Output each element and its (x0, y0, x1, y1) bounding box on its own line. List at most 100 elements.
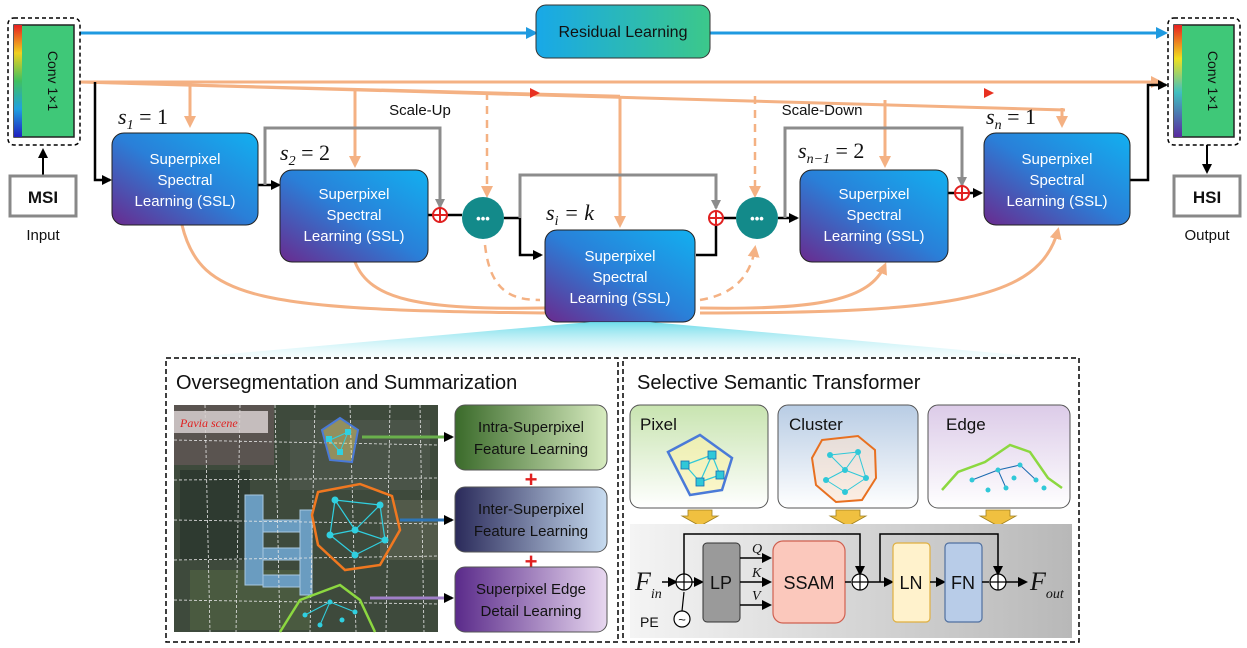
down-arrow-edge (978, 509, 1018, 527)
output-label: Output (1184, 227, 1230, 244)
conv-out-spectrum (1174, 25, 1182, 137)
conv-out-frame (1167, 17, 1241, 146)
hsi-box (1172, 174, 1242, 218)
ssl-n-line1: Superpixel (1022, 151, 1093, 168)
msi-label: MSI (28, 188, 58, 207)
left-panel-title: Oversegmentation and Summarization (176, 372, 517, 394)
ssl-n-line2: Spectral (1029, 172, 1084, 189)
edge-line1: Superpixel Edge (476, 581, 586, 598)
residual-learning-label: Residual Learning (559, 24, 688, 41)
residual-line-2 (879, 533, 1003, 582)
hsi-label: HSI (1193, 188, 1221, 207)
scale-label-2: s2 = 2 (280, 140, 330, 169)
ssl-i-line1: Superpixel (585, 248, 656, 265)
scale-label-n1: sn−1 = 2 (798, 138, 864, 167)
residual-learning-box (535, 4, 711, 59)
conv-in-spectrum (14, 25, 22, 137)
fn-label: FN (951, 573, 975, 593)
left-panel-frame (165, 357, 619, 643)
ssl-2-line2: Spectral (326, 207, 381, 224)
ssl-n1-line2: Spectral (846, 207, 901, 224)
curve-dashed-2 (699, 245, 760, 302)
f-in-label: Fin (634, 567, 662, 602)
pe-wave: ~ (678, 612, 686, 627)
curve-2 (353, 261, 546, 310)
skip-2 (518, 173, 721, 218)
down-arrow-cluster (828, 509, 868, 527)
ssl-1-line2: Spectral (157, 172, 212, 189)
ssl-n1-line3: Learning (SSL) (824, 228, 925, 245)
intra-line2: Feature Learning (474, 441, 588, 458)
scale-up-label: Scale-Up (389, 102, 451, 119)
scene-edge-graph (278, 583, 377, 633)
k-label: K (751, 566, 762, 581)
cluster-card-label: Cluster (789, 415, 843, 434)
ssl-n1-line1: Superpixel (839, 186, 910, 203)
scene-pixel-graph (320, 416, 360, 464)
lp-label: LP (710, 573, 732, 593)
pe-label: PE (640, 614, 659, 630)
curve-4 (699, 227, 1062, 315)
down-arrow-pixel (680, 509, 720, 527)
intra-box (454, 404, 608, 471)
scale-label-i: si = k (546, 200, 595, 229)
curve-3 (699, 262, 887, 310)
ssl-1-line1: Superpixel (150, 151, 221, 168)
skip-1 (263, 126, 445, 209)
residual-line-1 (683, 533, 865, 576)
pixel-card-graph (666, 433, 734, 497)
ssl-2-line1: Superpixel (319, 186, 390, 203)
scale-label-n: sn = 1 (986, 104, 1036, 133)
sum-node-2 (708, 210, 724, 226)
scale-down-label: Scale-Down (782, 102, 863, 119)
msi-box (8, 174, 78, 218)
edge-line2: Detail Learning (481, 603, 582, 620)
edge-card-graph (941, 443, 1063, 493)
edge-card (927, 404, 1071, 509)
main-path-out (1130, 80, 1168, 182)
edge-detail-box (454, 566, 608, 633)
inter-line1: Inter-Superpixel (478, 501, 584, 518)
conv-out-box (1173, 24, 1235, 138)
curve-dashed-1 (483, 244, 541, 302)
input-label: Input (26, 227, 60, 244)
sum-node-1 (432, 207, 448, 223)
add-node-2 (851, 573, 869, 591)
conv-in-box (13, 24, 75, 138)
add-node-pe (675, 573, 693, 591)
inter-line2: Feature Learning (474, 523, 588, 540)
f-out-label: Fout (1029, 567, 1065, 602)
main-path-3 (504, 216, 543, 260)
cluster-card-graph (810, 434, 878, 504)
conv-out-label: Conv 1×1 (1205, 51, 1221, 112)
add-node-3 (989, 573, 1007, 591)
zoom-funnel (195, 322, 1040, 357)
main-path-in (93, 82, 112, 185)
ellipsis-node-2-label: ••• (750, 211, 764, 226)
ellipsis-node-1 (462, 197, 504, 239)
ssam-label: SSAM (783, 573, 834, 593)
intra-line1: Intra-Superpixel (478, 419, 584, 436)
v-label: V (752, 589, 762, 604)
ssl-i-line3: Learning (SSL) (570, 290, 671, 307)
scale-label-1: s1 = 1 (118, 104, 168, 133)
ssl-n-line3: Learning (SSL) (1007, 193, 1108, 210)
ssl-block-n1: Superpixel Spectral Learning (SSL) (799, 169, 949, 263)
ln-label: LN (899, 573, 922, 593)
main-path-4 (696, 218, 718, 257)
ssl-block-i: Superpixel Spectral Learning (SSL) (544, 229, 696, 323)
ellipsis-node-1-label: ••• (476, 211, 490, 226)
right-panel-frame (622, 357, 1080, 643)
ellipsis-node-2 (736, 197, 778, 239)
scene-cluster-graph (310, 482, 402, 572)
pavia-scene-image: Pavia scene (173, 404, 439, 633)
right-panel-title: Selective Semantic Transformer (637, 372, 921, 394)
plus-1: + (525, 467, 538, 492)
skip-3 (783, 126, 967, 218)
sum-node-3 (954, 185, 970, 201)
ssl-block-n: Superpixel Spectral Learning (SSL) (983, 132, 1131, 226)
inter-box (454, 486, 608, 553)
q-label: Q (752, 542, 762, 557)
ssl-block-2: Superpixel Spectral Learning (SSL) (279, 169, 429, 263)
